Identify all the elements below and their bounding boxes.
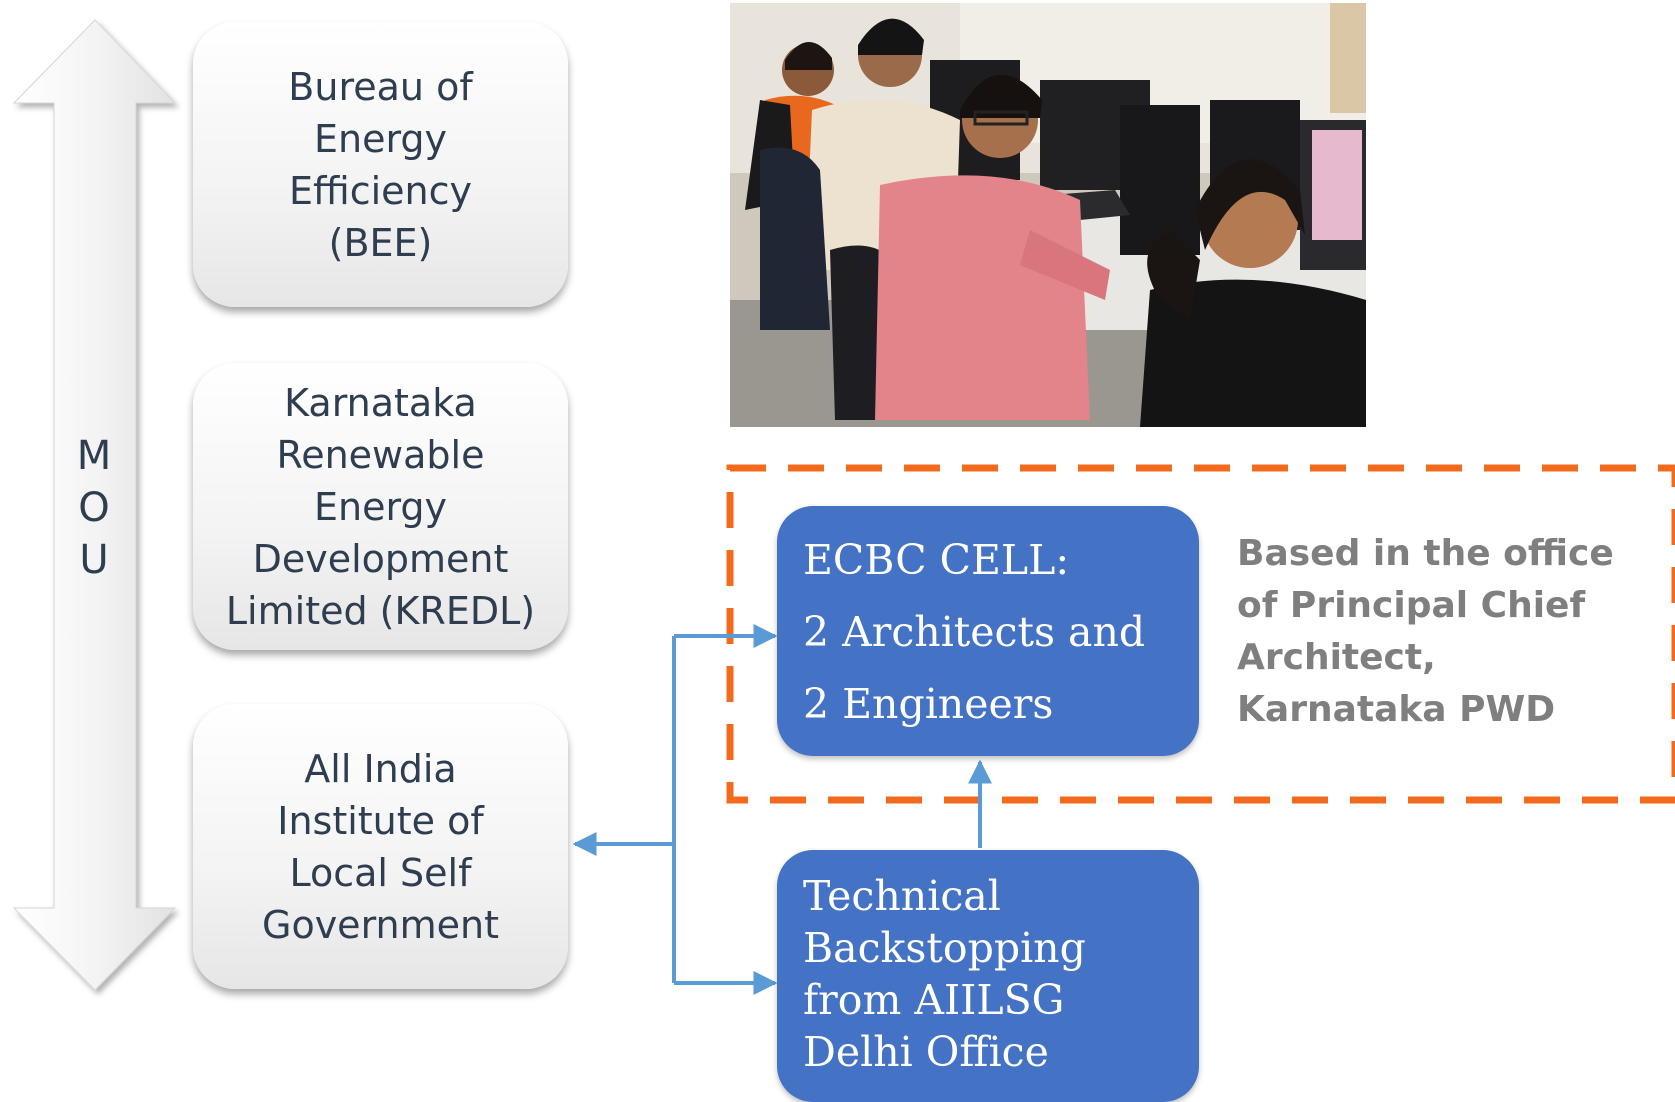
ecbc-cell-engineers: 2 Engineers	[803, 680, 1054, 728]
mou-letter-u: U	[79, 537, 109, 583]
org-label-aiilsg: All India Institute of Local Self Govern…	[262, 746, 499, 947]
org-box-kredl: Karnataka Renewable Energy Development L…	[193, 363, 568, 650]
connector-arrows	[572, 624, 992, 995]
technical-backstopping-text: Technical Backstopping from AIILSG Delhi…	[803, 872, 1086, 1076]
org-box-bee: Bureau of Energy Efficiency (BEE)	[193, 22, 568, 307]
office-team-photo	[730, 3, 1366, 427]
ecbc-cell-box: ECBC CELL: 2 Architects and 2 Engineers	[777, 506, 1199, 756]
mou-letter-m: M	[76, 433, 112, 479]
ecbc-cell-title: ECBC CELL:	[803, 536, 1070, 584]
mou-double-arrow	[12, 19, 177, 991]
mou-label: M O U	[72, 430, 116, 586]
ecbc-cell-architects: 2 Architects and	[803, 608, 1146, 656]
org-label-bee: Bureau of Energy Efficiency (BEE)	[288, 64, 473, 265]
org-label-kredl: Karnataka Renewable Energy Development L…	[225, 380, 536, 633]
technical-backstopping-box: Technical Backstopping from AIILSG Delhi…	[777, 850, 1199, 1102]
org-box-aiilsg: All India Institute of Local Self Govern…	[193, 704, 568, 989]
office-location-note: Based in the office of Principal Chief A…	[1237, 533, 1614, 730]
mou-letter-o: O	[78, 485, 110, 531]
